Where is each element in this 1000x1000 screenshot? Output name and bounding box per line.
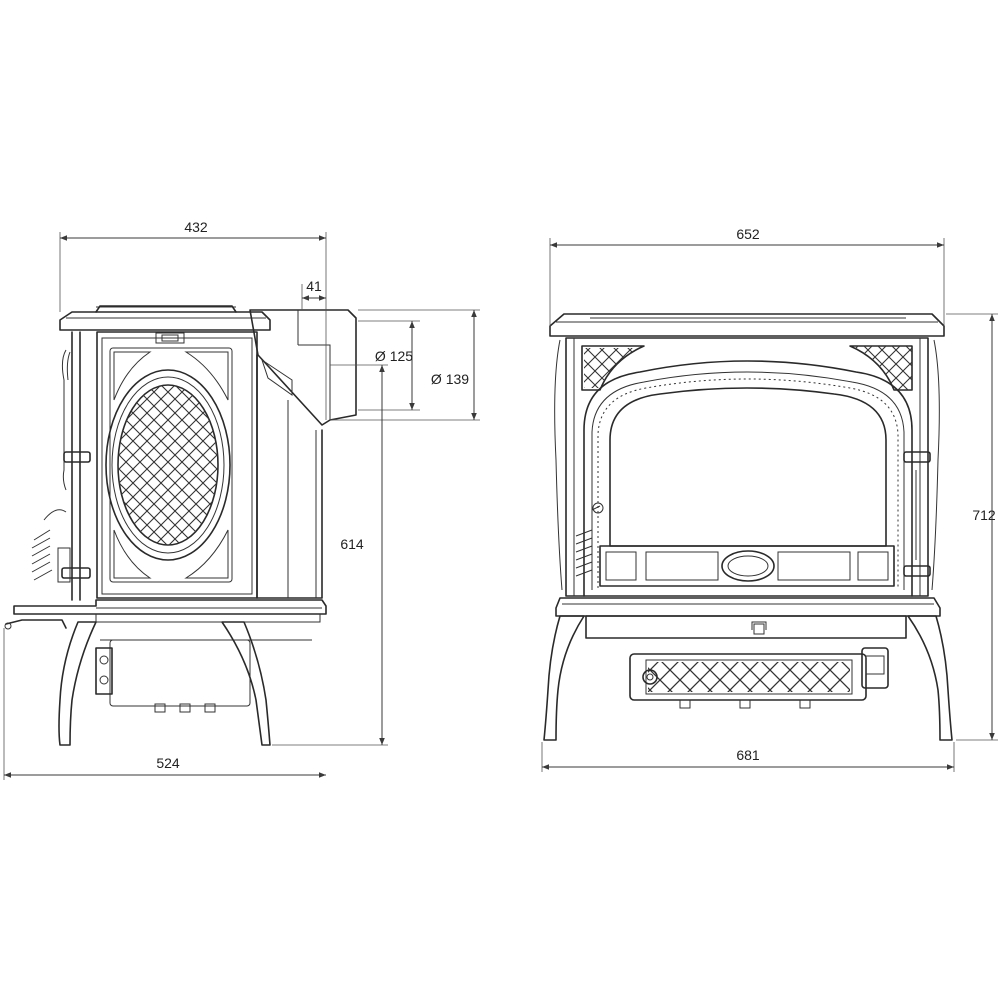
dim-label-614: 614 [340,536,364,552]
side-leg-left [58,621,97,746]
side-flue-collar [249,309,357,426]
dim-label-524: 524 [156,755,180,771]
dim-label-41: 41 [306,278,322,294]
front-body [565,337,929,597]
dim-label-712: 712 [972,507,996,523]
front-door-arch [583,360,913,597]
dim-label-125: Ø 125 [375,348,413,364]
front-glass [609,387,887,547]
front-dimensions: 652 712 681 [541,226,998,772]
side-view [4,305,357,746]
dim-label-681: 681 [736,747,760,763]
side-top-plate [59,311,271,331]
side-body [256,354,323,599]
side-dimensions: 432 41 Ø 125 Ø 139 614 524 [3,219,480,780]
front-plaque [721,550,775,582]
front-leg-right [907,615,953,741]
front-top-plate [549,313,945,337]
side-oval-window [105,369,231,561]
front-view [543,313,953,741]
dim-label-139: Ø 139 [431,371,469,387]
side-leg-right [221,621,271,746]
dim-label-652: 652 [736,226,760,242]
dim-label-432: 432 [184,219,208,235]
front-leg-left [543,615,585,741]
